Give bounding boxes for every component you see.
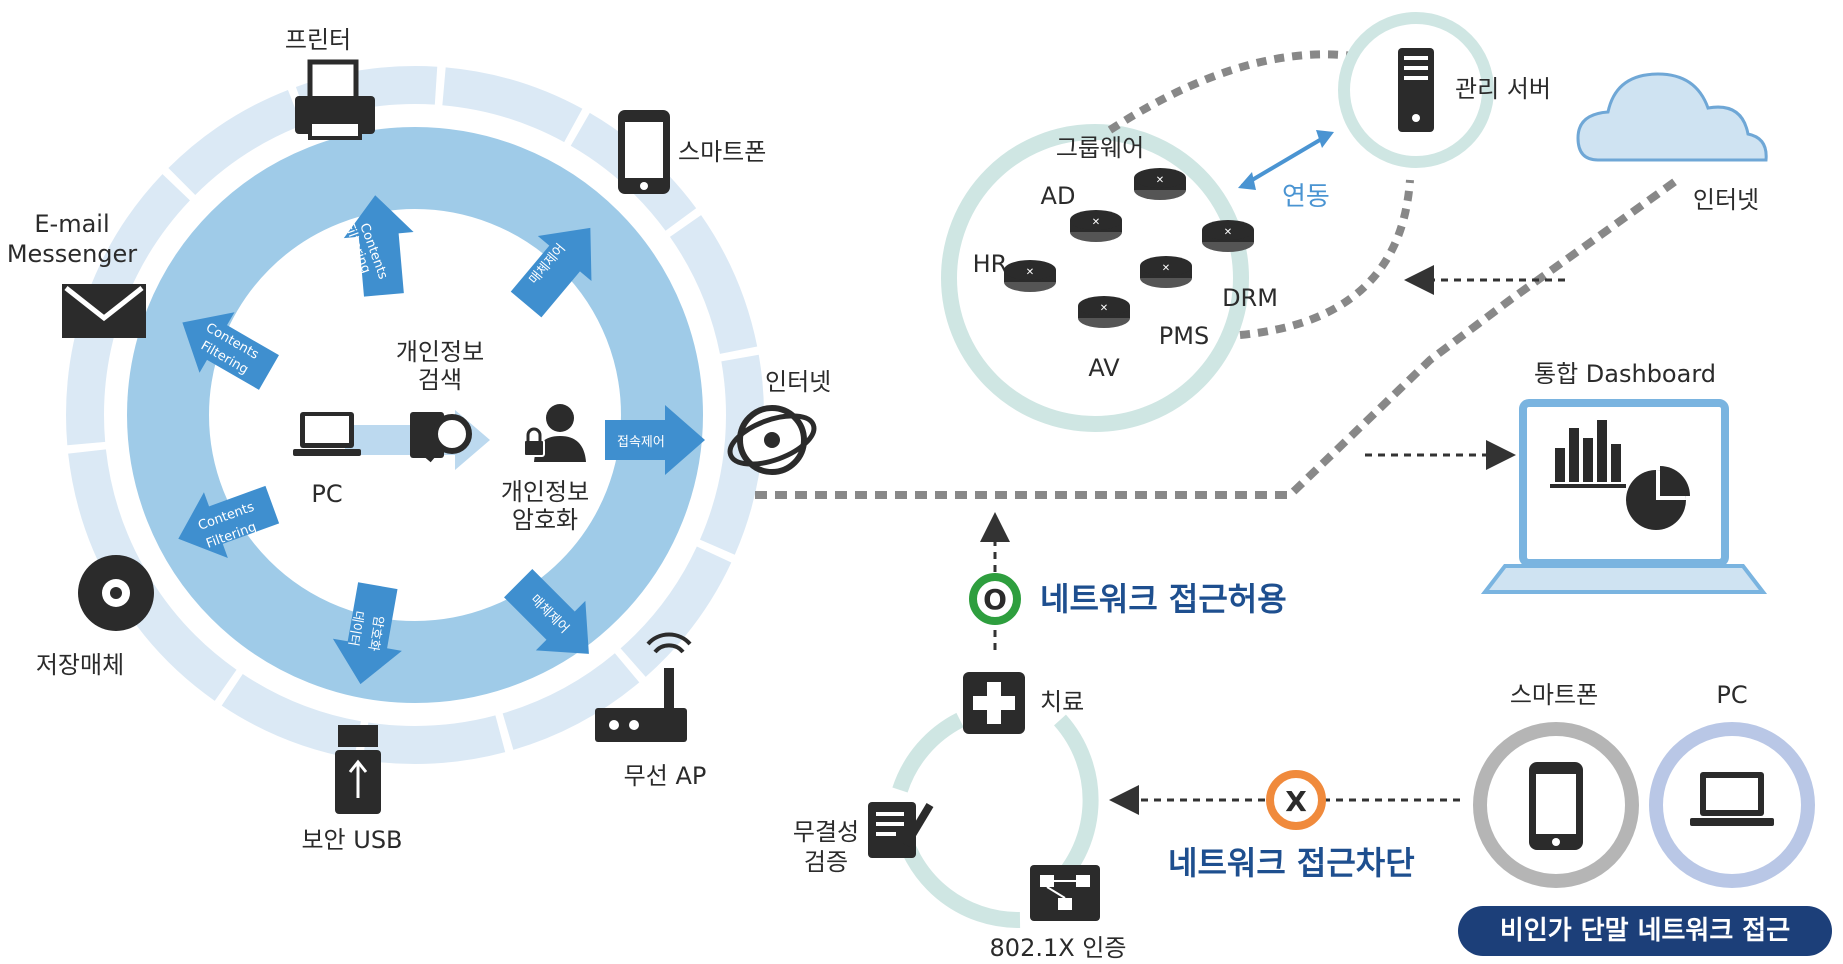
unauthorized-access-badge: 비인가 단말 네트워크 접근 bbox=[1458, 906, 1832, 956]
block-label: 네트워크 접근차단 bbox=[1168, 844, 1415, 882]
usb-icon bbox=[335, 725, 381, 814]
router-icon: ✕ bbox=[1004, 260, 1056, 292]
cycle-arc-right bbox=[1044, 714, 1099, 896]
encrypt-user-icon bbox=[523, 404, 586, 462]
dashboard-title: 통합 Dashboard bbox=[1534, 360, 1716, 388]
link-label: 연동 bbox=[1282, 182, 1330, 212]
allow-circle bbox=[969, 573, 1021, 625]
link-arrow-line bbox=[1240, 132, 1332, 188]
nac-pc-label: PC bbox=[1716, 681, 1747, 709]
search-label-2: 검색 bbox=[418, 366, 462, 394]
router-icon: ✕ bbox=[1140, 256, 1192, 288]
laptop-icon bbox=[1690, 772, 1774, 826]
backbone-dotted-line bbox=[755, 174, 1683, 499]
cloud-internet-label: 인터넷 bbox=[1693, 186, 1759, 214]
auth-label: 802.1X 인증 bbox=[990, 934, 1127, 962]
nac-flow: O 네트워크 접근허용 치료 무결성 검증 802.1X bbox=[793, 512, 1815, 962]
svg-text:✕: ✕ bbox=[1100, 303, 1108, 314]
internet-label: 인터넷 bbox=[765, 368, 831, 396]
arrow-label-access-control: 접속제어 bbox=[617, 435, 665, 450]
storage-label: 저장매체 bbox=[36, 651, 124, 679]
pc-label: PC bbox=[311, 480, 342, 508]
cycle-arc-bottom bbox=[892, 818, 1021, 929]
svg-text:✕: ✕ bbox=[1026, 267, 1034, 278]
pie-chart-icon bbox=[1626, 466, 1690, 530]
storage-disc-icon bbox=[78, 555, 154, 631]
outer-ring bbox=[66, 66, 764, 764]
arrow-access-control bbox=[605, 405, 705, 475]
ad-label: AD bbox=[1041, 182, 1076, 210]
mgmt-server-label: 관리 서버 bbox=[1455, 75, 1551, 103]
cloud-icon bbox=[1576, 72, 1768, 162]
laptop-screen bbox=[1519, 399, 1729, 567]
treatment-plus-icon bbox=[963, 672, 1025, 734]
link-arrowhead-right bbox=[1316, 130, 1334, 148]
svg-text:✕: ✕ bbox=[1224, 227, 1232, 238]
internet-globe-icon bbox=[727, 405, 817, 475]
auth-network-icon bbox=[1030, 865, 1100, 921]
router-icon: ✕ bbox=[1202, 220, 1254, 252]
integrity-label-1: 무결성 bbox=[793, 818, 859, 846]
svg-text:✕: ✕ bbox=[1156, 175, 1164, 186]
arrow-contents-filtering-top bbox=[343, 195, 414, 297]
router-icon: ✕ bbox=[1078, 296, 1130, 328]
allow-symbol: O bbox=[983, 583, 1007, 616]
bar-chart-icon bbox=[1550, 420, 1626, 488]
encrypt-label-1: 개인정보 bbox=[501, 478, 589, 506]
integrity-label-2: 검증 bbox=[804, 848, 848, 876]
smartphone-label: 스마트폰 bbox=[678, 138, 766, 166]
router-icon: ✕ bbox=[1070, 210, 1122, 242]
groupware-label: 그룹웨어 bbox=[1056, 134, 1144, 162]
middle-band bbox=[127, 127, 703, 703]
drm-label: DRM bbox=[1222, 284, 1278, 312]
printer-label: 프린터 bbox=[285, 26, 351, 54]
arrow-media-control-bottom bbox=[504, 569, 589, 654]
wireless-ap-icon bbox=[595, 632, 692, 742]
search-label-1: 개인정보 bbox=[396, 338, 484, 366]
cycle-arc-left bbox=[892, 712, 964, 793]
link-arrowhead-left bbox=[1238, 172, 1256, 190]
smartphone-icon bbox=[1529, 762, 1583, 850]
block-symbol: X bbox=[1285, 785, 1307, 818]
arrow-label-encrypt: 암호화 bbox=[365, 614, 386, 652]
arrow-label-data: 데이터 bbox=[345, 609, 366, 647]
hr-label: HR bbox=[973, 250, 1008, 278]
search-icon bbox=[410, 412, 472, 463]
server-icon bbox=[1398, 48, 1434, 132]
printer-icon bbox=[295, 59, 375, 140]
arrow-media-control-top bbox=[510, 227, 592, 318]
nac-smartphone-label: 스마트폰 bbox=[1510, 681, 1598, 709]
router-icon: ✕ bbox=[1134, 168, 1186, 200]
left-cycle: Contents Filtering 매체제어 Contents Filteri… bbox=[7, 26, 831, 854]
dashboard: 통합 Dashboard bbox=[1365, 360, 1768, 594]
wireless-ap-label: 무선 AP bbox=[624, 762, 707, 790]
pc-icon bbox=[293, 412, 361, 456]
email-label-1: E-mail bbox=[34, 210, 109, 238]
server-dotted-bottom bbox=[1239, 179, 1414, 339]
integrity-check-icon bbox=[868, 802, 934, 858]
arrow-data-encrypt bbox=[332, 582, 402, 685]
av-label: AV bbox=[1088, 354, 1120, 382]
laptop-base bbox=[1480, 564, 1768, 594]
svg-text:✕: ✕ bbox=[1162, 263, 1170, 274]
allow-label: 네트워크 접근허용 bbox=[1040, 580, 1287, 618]
svg-text:✕: ✕ bbox=[1092, 217, 1100, 228]
block-circle bbox=[1266, 770, 1326, 830]
pms-label: PMS bbox=[1159, 322, 1209, 350]
arrow-contents-filtering-low bbox=[178, 485, 280, 559]
envelope-icon bbox=[62, 284, 146, 338]
server-group: 관리 서버 연동 그룹웨어 ✕ ✕ ✕ ✕ ✕ ✕ AD HR AV PMS D… bbox=[941, 12, 1768, 432]
email-label-2: Messenger bbox=[7, 240, 137, 268]
encrypt-label-2: 암호화 bbox=[512, 506, 578, 534]
treatment-label: 치료 bbox=[1040, 688, 1084, 716]
arrow-contents-filtering-left bbox=[182, 312, 279, 390]
smartphone-icon bbox=[618, 110, 670, 194]
usb-label: 보안 USB bbox=[301, 826, 402, 854]
groupware-ring bbox=[941, 124, 1249, 432]
